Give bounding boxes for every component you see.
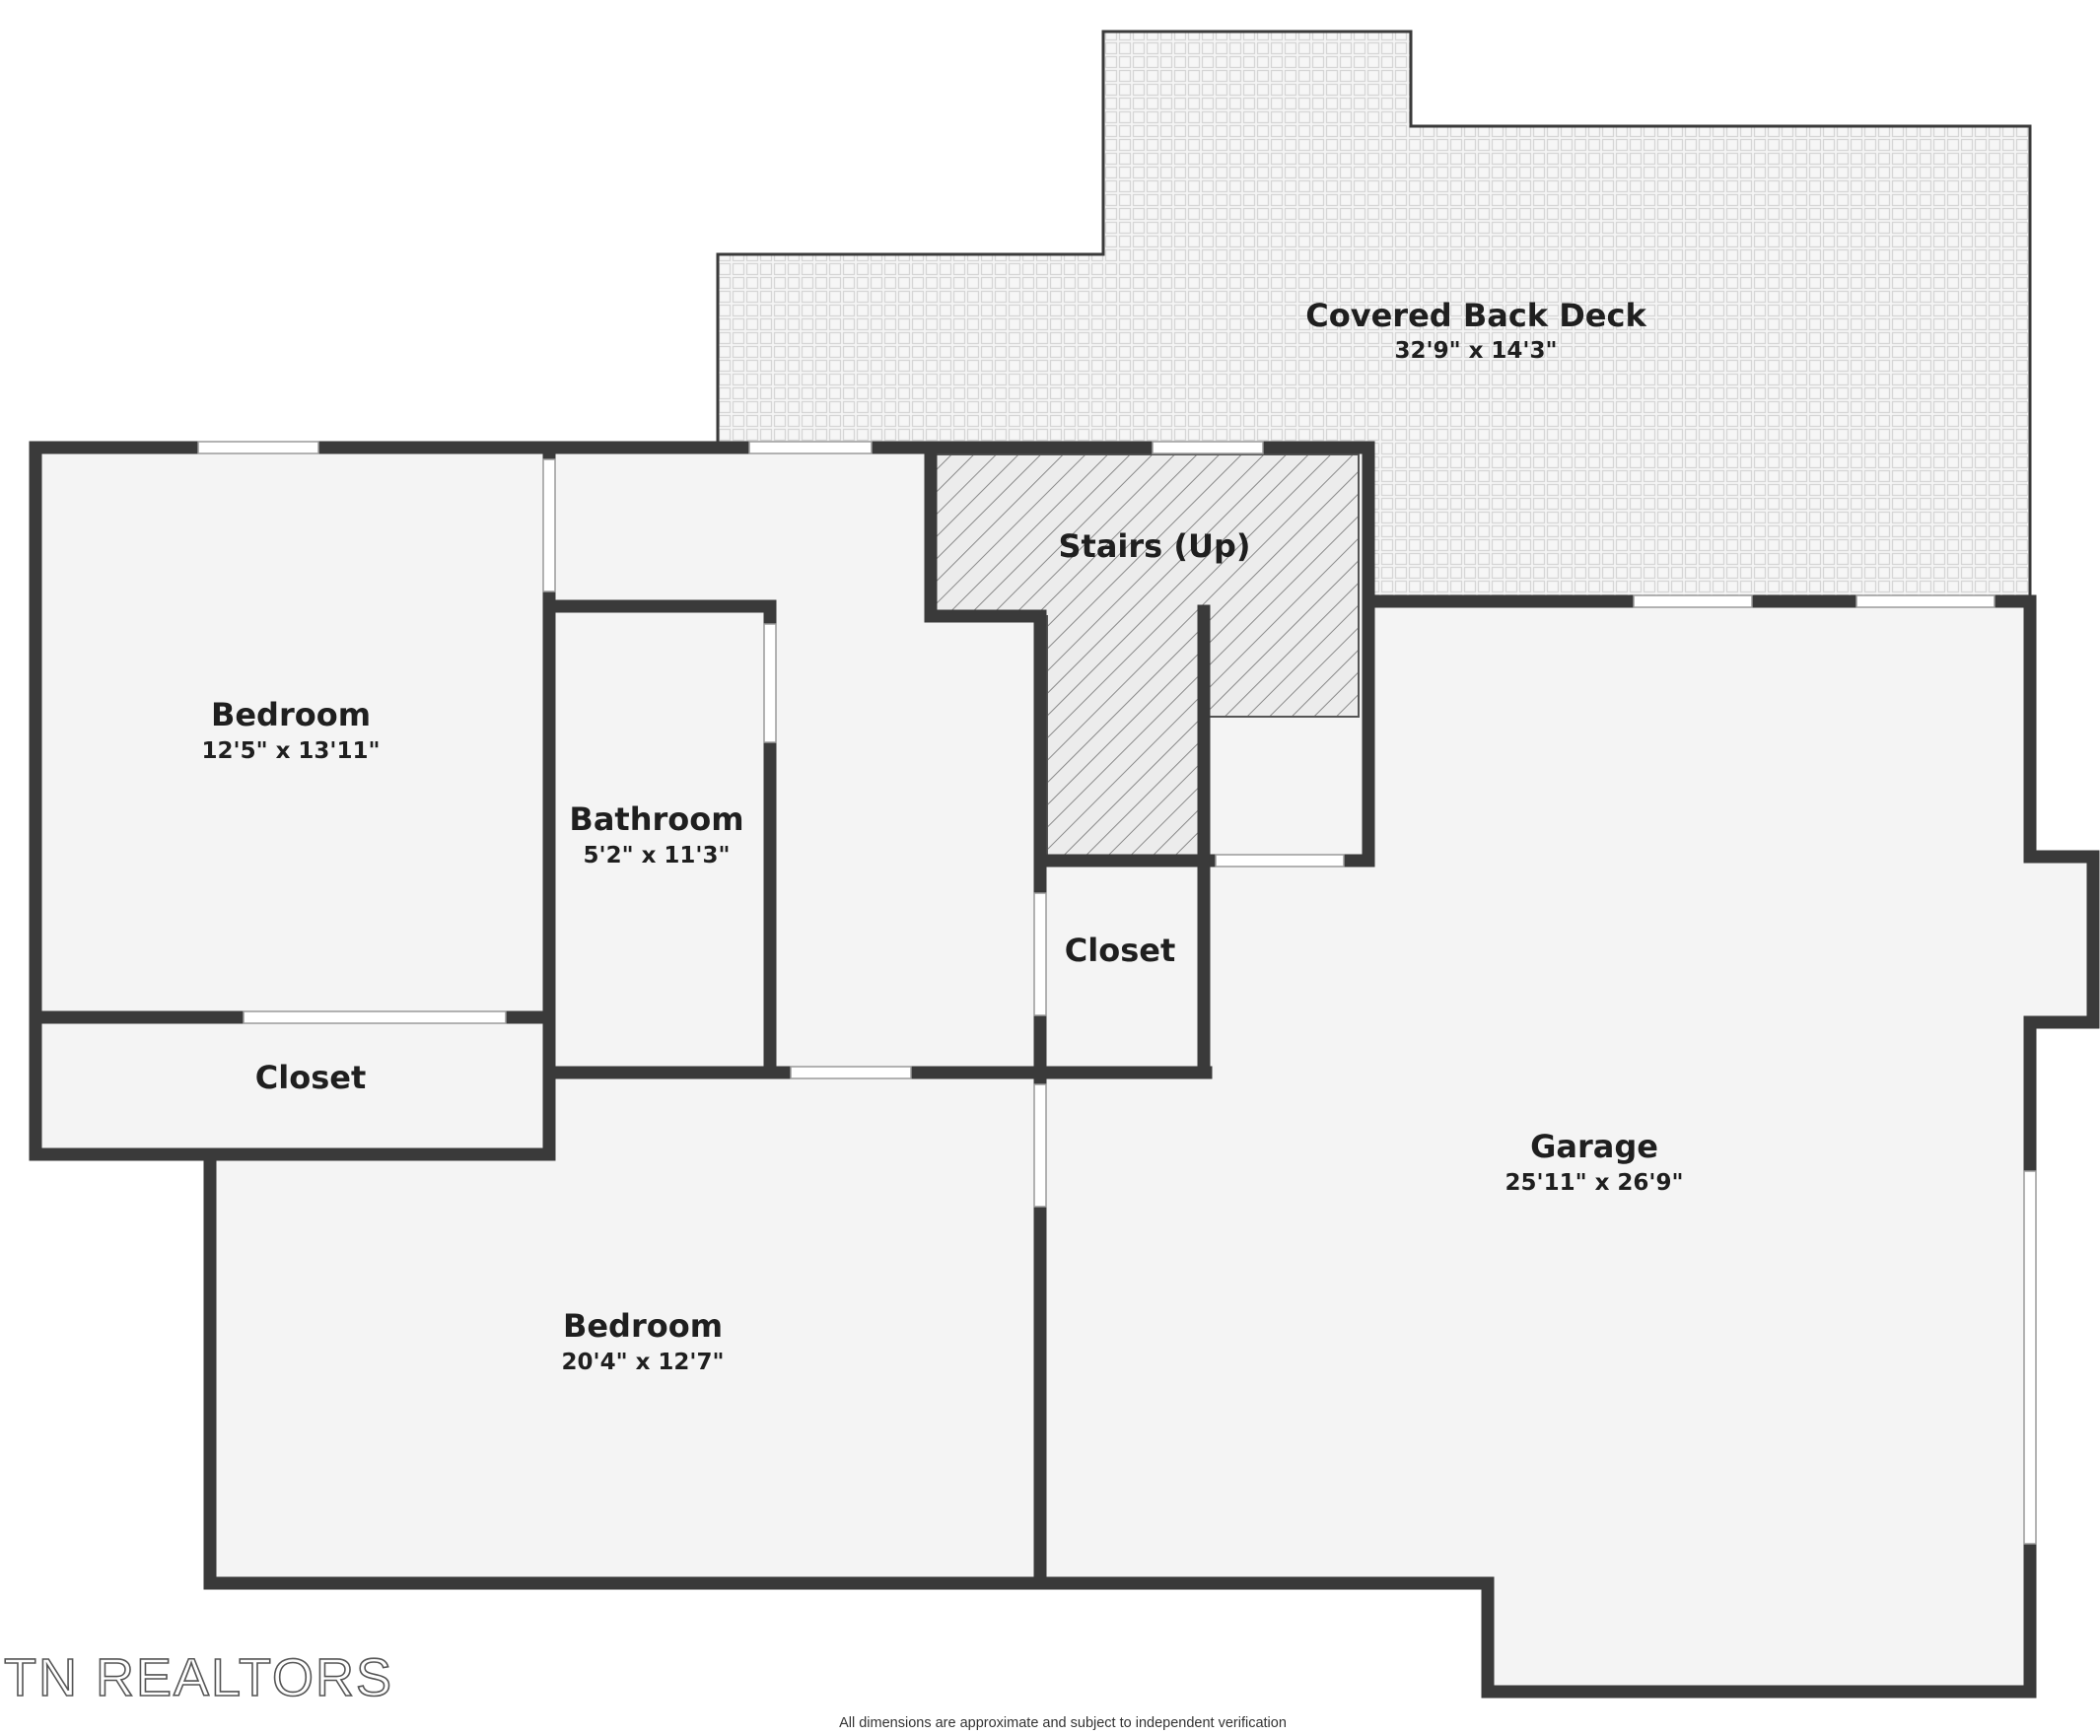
room-label-garage: Garage (1530, 1128, 1658, 1165)
room-label-deck: Covered Back Deck (1305, 297, 1646, 334)
openings (197, 441, 2037, 1545)
room-label-closet-1: Closet (1065, 932, 1175, 969)
room-dim-bathroom: 5'2" x 11'3" (584, 843, 731, 868)
room-label-bathroom: Bathroom (569, 800, 743, 838)
room-dim-bedroom-1: 12'5" x 13'11" (202, 738, 381, 764)
room-dim-bedroom-2: 20'4" x 12'7" (562, 1350, 725, 1375)
room-label-closet-2: Closet (255, 1059, 366, 1096)
room-label-bedroom-1: Bedroom (211, 696, 371, 733)
room-label-bedroom-2: Bedroom (563, 1307, 723, 1345)
room-dim-deck: 32'9" x 14'3" (1395, 338, 1558, 364)
room-dim-garage: 25'11" x 26'9" (1505, 1170, 1684, 1196)
brand-logo: TN REALTORS (4, 1648, 393, 1707)
dimensions-footnote: All dimensions are approximate and subje… (839, 1715, 1287, 1731)
room-label-stairs: Stairs (Up) (1058, 527, 1250, 565)
